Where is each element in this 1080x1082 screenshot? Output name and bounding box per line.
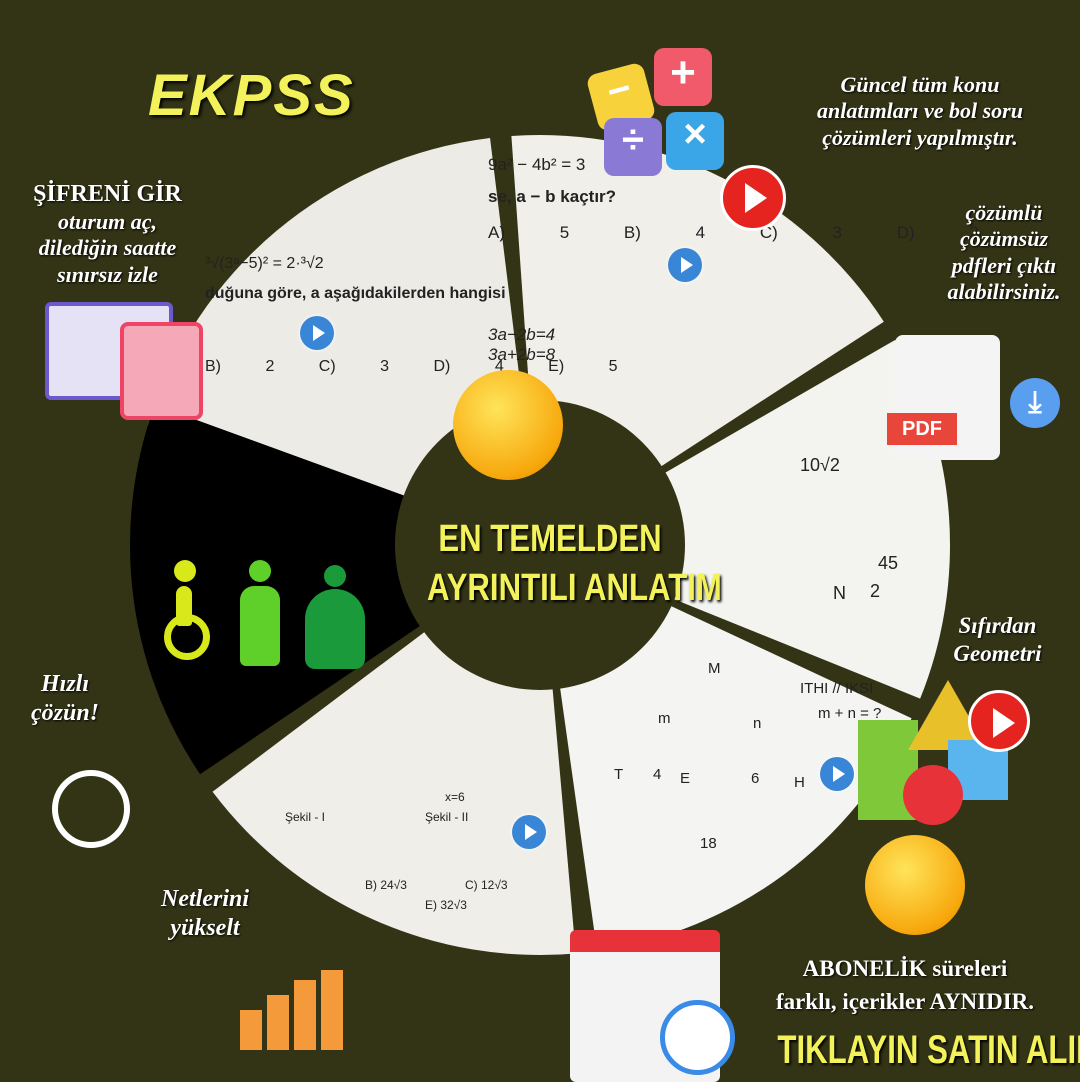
buy-now-button[interactable]: TIKLAYIN SATIN ALIN. xyxy=(777,1028,1080,1072)
wheel-sector-photo[interactable] xyxy=(129,404,424,775)
geometric-shapes-icon xyxy=(858,680,1028,825)
photo-math-2: 9a² − 4b² = 3 se, a − b kaçtır? A) 5 B) … xyxy=(488,155,979,364)
thumbs-up-emoji-icon xyxy=(865,835,965,935)
photo-math-1: ³√(3ᵃ−5)² = 2·³√2 duğuna göre, a aşağıda… xyxy=(205,255,618,375)
wheel-sector-photo[interactable] xyxy=(511,134,884,469)
wheel-center xyxy=(395,400,685,690)
photo-geometry-2: M m n ITHI // IKSI m + n = ? T 4 E 6 H 1… xyxy=(614,660,882,852)
play-button[interactable] xyxy=(300,316,334,350)
math-operators-icon: − + ÷ × xyxy=(585,48,752,188)
photo-geometry-1: 10√2 xyxy=(800,455,840,475)
accessibility-people-icon xyxy=(150,560,400,670)
play-button[interactable] xyxy=(820,757,854,791)
play-button[interactable] xyxy=(512,815,546,849)
growth-chart-icon xyxy=(235,965,345,1050)
youtube-play-icon xyxy=(968,690,1030,752)
wheel-sector-photo[interactable] xyxy=(559,604,912,952)
tablet-icon xyxy=(120,322,203,420)
clock-icon xyxy=(660,1000,735,1075)
download-icon[interactable]: ⤓ xyxy=(1010,378,1060,428)
wheel-sector-photo[interactable] xyxy=(212,629,576,955)
photo-math-3: Şekil - I Şekil - II x=6 B) 24√3 C) 12√3… xyxy=(285,790,508,912)
wheel-sector-photo[interactable] xyxy=(661,340,951,699)
stopwatch-icon xyxy=(52,770,130,848)
play-button[interactable] xyxy=(668,248,702,282)
waving-emoji-icon xyxy=(453,370,563,480)
wheel-sector-photo[interactable] xyxy=(147,138,523,505)
pdf-file-icon: PDF xyxy=(887,335,1000,460)
password-feature: ŞİFRENİ GİR oturum aç, dilediğin saatte … xyxy=(33,181,182,287)
brand-logo: EKPSS xyxy=(148,63,355,128)
youtube-play-icon xyxy=(720,165,786,231)
